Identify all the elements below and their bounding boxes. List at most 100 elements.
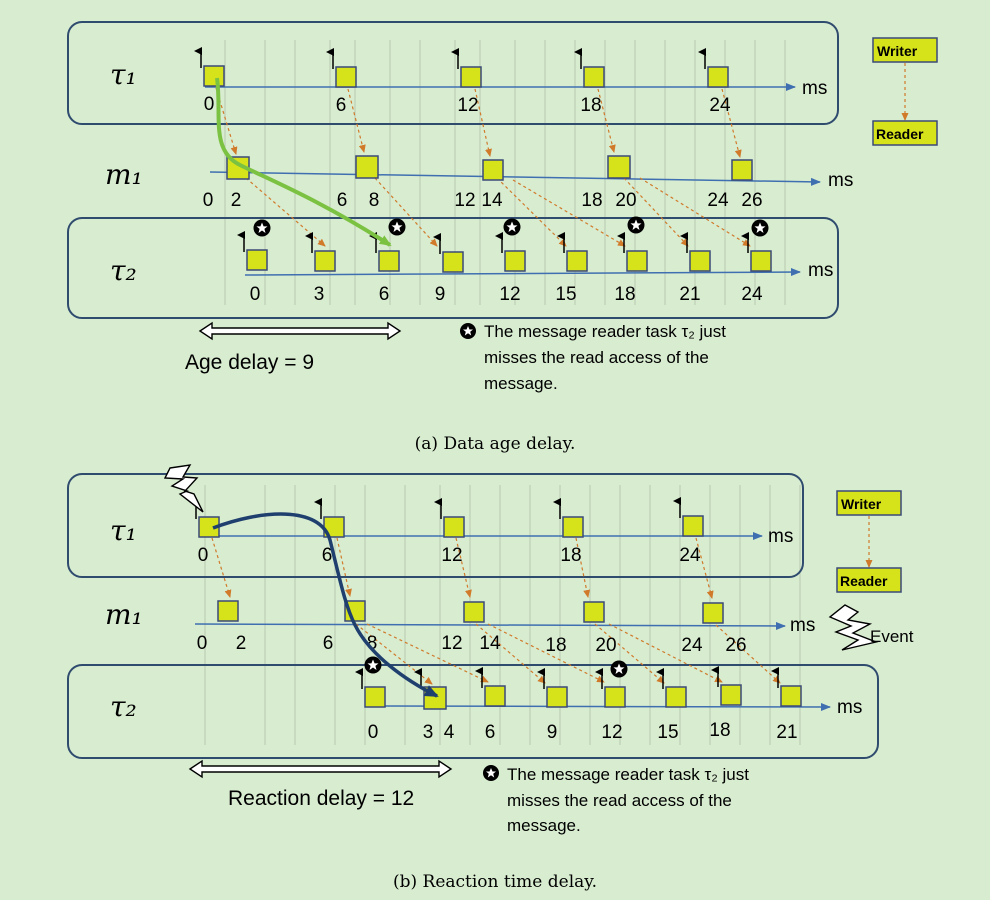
note-line-3-b: message. xyxy=(507,816,581,835)
tau1-tick-label: 24 xyxy=(679,545,701,566)
tau2-tick-label: 9 xyxy=(435,284,446,305)
ms-label-tau1-b: ms xyxy=(768,526,793,547)
m1-tick-label: 20 xyxy=(595,635,616,656)
m1-tick-label: 0 xyxy=(197,633,208,654)
tau2-panel-a xyxy=(67,217,839,319)
m1-tick-label: 24 xyxy=(707,190,729,211)
tau2-job-box xyxy=(626,250,648,272)
tau2-tick-label: 15 xyxy=(555,284,576,305)
tau2-tick-label: 0 xyxy=(368,722,379,743)
m1-job-box xyxy=(217,600,239,622)
read-write-arrow xyxy=(487,623,605,683)
tau2-job-box xyxy=(780,685,802,707)
m1-tick-label: 2 xyxy=(231,190,242,211)
m1-tick-label: 12 xyxy=(441,633,462,654)
tau2-axis-a xyxy=(244,268,801,277)
m1-tick-label: 24 xyxy=(681,635,703,656)
lightning-icon xyxy=(828,604,879,651)
m1-tick-label: 8 xyxy=(367,633,378,654)
writer-legend-box xyxy=(872,37,938,63)
m1-tick-label: 26 xyxy=(725,635,746,656)
m1-tick-label: 20 xyxy=(615,190,636,211)
tau2-panel-b xyxy=(67,664,879,759)
ms-label-tau1-a: ms xyxy=(802,78,827,99)
m1-job-box xyxy=(482,159,504,181)
reader-legend-box xyxy=(872,120,938,146)
read-write-arrow xyxy=(366,623,489,683)
tau2-job-box xyxy=(665,686,687,708)
ms-label-m1-a: ms xyxy=(828,170,853,191)
tau2-tick-label: 21 xyxy=(776,722,797,743)
tau1-tick-label: 12 xyxy=(441,545,462,566)
tau2-tick-label: 12 xyxy=(499,284,520,305)
tau2-job-box xyxy=(378,250,400,272)
lightning-icon xyxy=(163,464,204,513)
tau2-tick-label: 18 xyxy=(614,284,635,305)
tau2-job-box xyxy=(442,251,464,273)
tau1-tick-label: 12 xyxy=(457,95,478,116)
tau2-job-box xyxy=(504,250,526,272)
m1-job-box xyxy=(607,155,631,179)
caption-b: (b) Reaction time delay. xyxy=(393,872,597,892)
reader-legend-label: Reader xyxy=(840,573,888,589)
tau1-job-box xyxy=(443,516,465,538)
read-write-arrow xyxy=(715,624,781,684)
tau1-job-box xyxy=(682,515,704,537)
tau2-tick-label: 9 xyxy=(547,722,558,743)
tau2-label-b: τ₂ xyxy=(110,690,137,723)
tau2-job-box xyxy=(689,250,711,272)
writer-legend-box xyxy=(836,490,902,516)
read-write-arrow xyxy=(575,537,591,598)
ms-label-m1-b: ms xyxy=(790,615,815,636)
tau2-tick-label: 0 xyxy=(250,284,261,305)
m1-tick-label: 6 xyxy=(337,190,348,211)
m1-job-box xyxy=(583,601,605,623)
m1-tick-label: 18 xyxy=(581,190,602,211)
tau2-job-box xyxy=(314,250,336,272)
star-icon xyxy=(610,660,628,678)
m1-tick-label: 6 xyxy=(323,633,334,654)
m1-label-b: m₁ xyxy=(105,598,143,631)
m1-tick-label: 2 xyxy=(236,633,247,654)
age-path xyxy=(215,77,392,247)
tau2-job-box xyxy=(246,249,268,271)
m1-tick-label: 0 xyxy=(203,190,214,211)
tau1-job-box xyxy=(583,66,605,88)
tau1-tick-label: 24 xyxy=(709,95,731,116)
tau1-job-box xyxy=(335,66,357,88)
tau2-tick-label: 24 xyxy=(741,284,763,305)
note-line-3-a: message. xyxy=(484,374,558,393)
reaction-path xyxy=(212,512,439,698)
tau1-tick-label: 18 xyxy=(560,545,581,566)
reader-legend-label: Reader xyxy=(876,126,924,142)
tau2-tick-label: 3 xyxy=(423,722,434,743)
m1-tick-label: 26 xyxy=(741,190,762,211)
tau2-label-a: τ₂ xyxy=(110,254,137,287)
writer-legend-label: Writer xyxy=(841,496,882,512)
m1-job-box xyxy=(731,159,753,181)
tau1-label-a: τ₁ xyxy=(110,58,137,91)
note-line-1-a: The message reader task τ₂ just xyxy=(484,322,726,341)
read-write-arrow xyxy=(455,537,472,598)
legend-a: Writer Reader xyxy=(872,37,938,146)
tau2-tick-label: 3 xyxy=(314,284,325,305)
m1-tick-label: 8 xyxy=(369,190,380,211)
read-write-arrow xyxy=(347,88,366,153)
m1-job-box xyxy=(463,601,485,623)
tau2-tick-label: 4 xyxy=(444,722,455,743)
age-delay-arrow xyxy=(198,321,402,341)
tau2-job-box xyxy=(546,686,568,708)
read-write-arrow xyxy=(597,88,616,153)
age-delay-label: Age delay = 9 xyxy=(185,351,314,374)
tau2-job-box xyxy=(720,684,742,706)
read-write-arrow xyxy=(496,177,567,247)
tau1-job-box xyxy=(707,66,729,88)
ms-label-tau2-b: ms xyxy=(837,697,862,718)
read-write-arrow xyxy=(512,179,626,247)
tau2-tick-label: 6 xyxy=(485,722,496,743)
tau2-job-box xyxy=(750,250,772,272)
